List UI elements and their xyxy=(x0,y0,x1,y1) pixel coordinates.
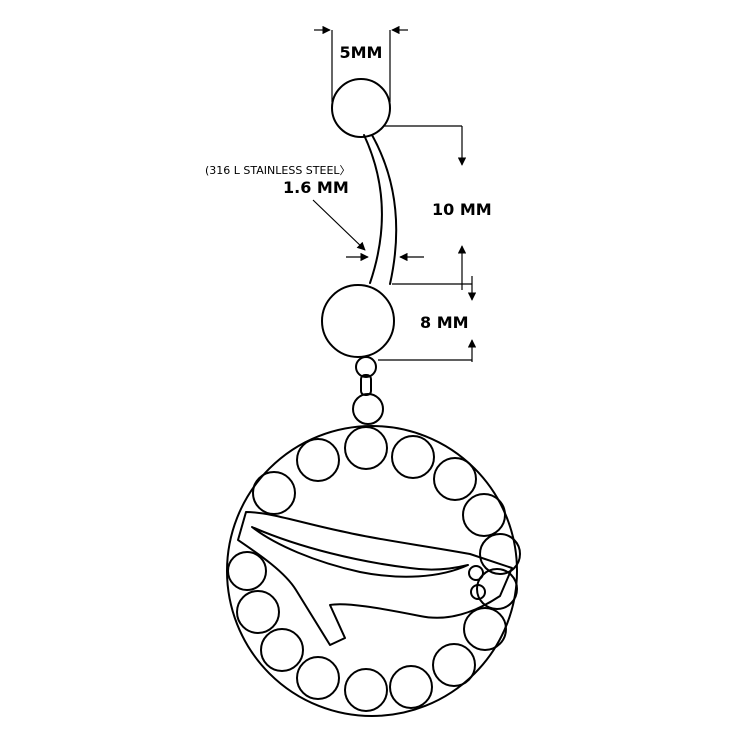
gauge-label: 1.6 MM xyxy=(283,178,349,197)
pendant-stones xyxy=(227,426,521,712)
bar-length-label: 10 MM xyxy=(432,200,492,219)
dimension-bar-length: 10 MM xyxy=(384,125,492,290)
dimension-gauge: (316 L STAINLESS STEEL〉 1.6 MM xyxy=(205,164,424,262)
dimension-lower-ball: 8 MM xyxy=(378,276,477,362)
material-label: (316 L STAINLESS STEEL〉 xyxy=(205,164,351,177)
pendant xyxy=(226,425,521,717)
dimension-ball-width: 5MM xyxy=(314,25,408,102)
shoe-motif xyxy=(237,511,513,646)
top-ball xyxy=(331,78,391,138)
ball-width-label: 5MM xyxy=(340,43,383,62)
lower-ball-label: 8 MM xyxy=(420,313,469,332)
curved-bar xyxy=(363,134,398,285)
lower-ball xyxy=(321,284,395,358)
connector xyxy=(352,356,384,425)
